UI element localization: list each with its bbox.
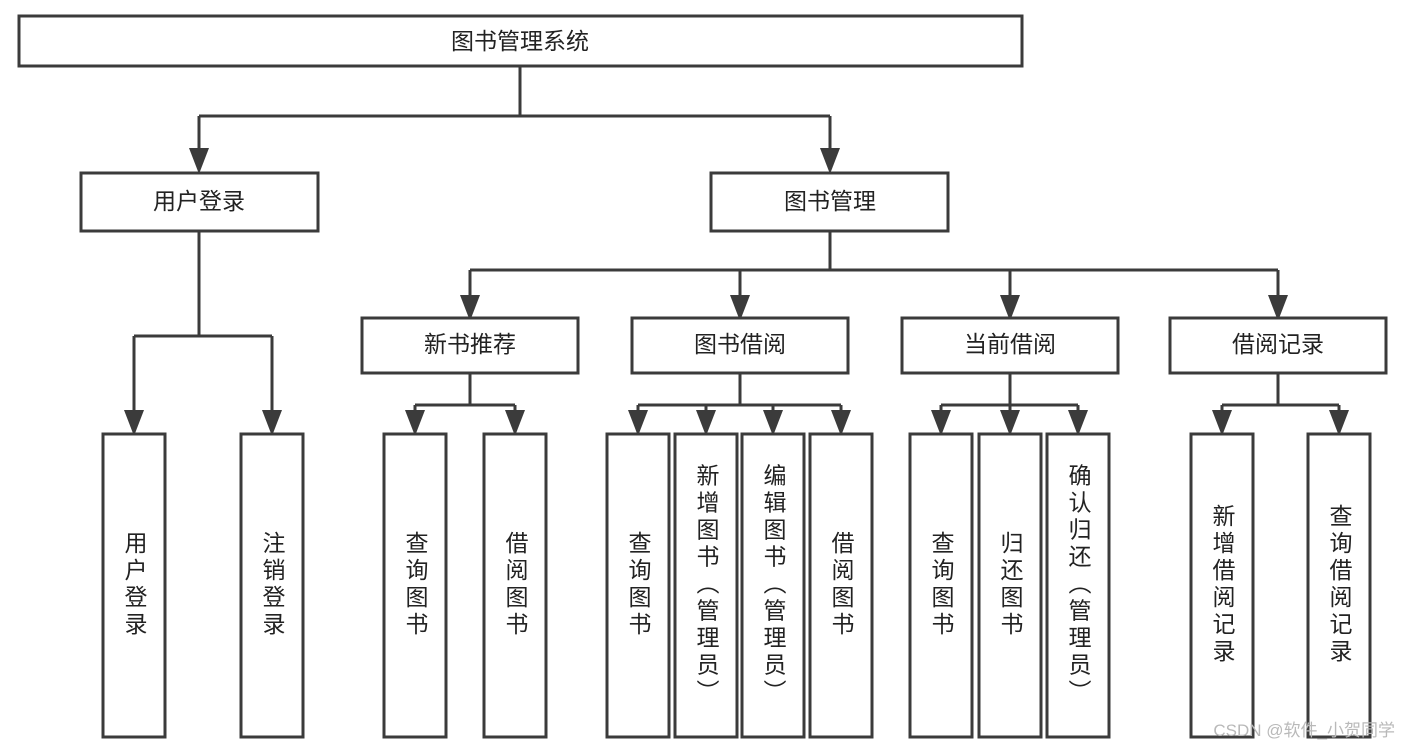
arrow-icon bbox=[1212, 410, 1232, 436]
leaf-borrow-book-1-label: 借阅图书 bbox=[502, 531, 529, 639]
connector-new-book-recommend-to-leaves bbox=[405, 373, 525, 436]
leaf-query-book-3-box[interactable] bbox=[908, 432, 974, 739]
leaf-add-book-label: 新增图书（管理员） bbox=[693, 464, 720, 707]
arrow-icon bbox=[505, 410, 525, 436]
leaf-user-login[interactable]: 用户登录 bbox=[101, 432, 167, 739]
node-borrow-record[interactable]: 借阅记录 bbox=[1168, 316, 1388, 375]
node-root-box[interactable] bbox=[17, 14, 1024, 68]
node-borrow-record-label: 借阅记录 bbox=[1232, 331, 1324, 357]
node-new-book-recommend-box[interactable] bbox=[360, 316, 580, 375]
leaf-query-record[interactable]: 查询借阅记录 bbox=[1306, 432, 1372, 739]
leaf-query-book-1[interactable]: 查询图书 bbox=[382, 432, 448, 739]
leaf-query-book-2-label: 查询图书 bbox=[625, 531, 652, 639]
leaf-confirm-return[interactable]: 确认归还（管理员） bbox=[1045, 432, 1111, 739]
leaf-return-book[interactable]: 归还图书 bbox=[977, 432, 1043, 739]
arrow-icon bbox=[628, 410, 648, 436]
node-current-borrow[interactable]: 当前借阅 bbox=[900, 316, 1120, 375]
leaf-add-book-box[interactable] bbox=[673, 432, 739, 739]
connector-borrow-record-to-leaves bbox=[1212, 373, 1349, 436]
leaf-query-book-2[interactable]: 查询图书 bbox=[605, 432, 671, 739]
arrow-icon bbox=[831, 410, 851, 436]
arrow-icon bbox=[931, 410, 951, 436]
arrow-icon bbox=[124, 410, 144, 436]
leaf-query-book-1-label: 查询图书 bbox=[402, 531, 429, 639]
leaf-query-record-label: 查询借阅记录 bbox=[1326, 504, 1353, 666]
leaf-user-login-box[interactable] bbox=[101, 432, 167, 739]
node-user-login-box[interactable] bbox=[79, 171, 320, 233]
node-book-borrow[interactable]: 图书借阅 bbox=[630, 316, 850, 375]
node-book-manage-label: 图书管理 bbox=[784, 188, 876, 214]
connector-user-login-to-leaves bbox=[124, 231, 282, 436]
arrow-icon bbox=[820, 148, 840, 174]
leaf-user-login-label: 用户登录 bbox=[121, 531, 148, 639]
connector-current-borrow-to-leaves bbox=[931, 373, 1088, 436]
leaf-add-record[interactable]: 新增借阅记录 bbox=[1189, 432, 1255, 739]
leaf-confirm-return-label: 确认归还（管理员） bbox=[1065, 464, 1092, 707]
node-new-book-recommend[interactable]: 新书推荐 bbox=[360, 316, 580, 375]
leaf-return-book-box[interactable] bbox=[977, 432, 1043, 739]
node-root-label: 图书管理系统 bbox=[451, 28, 589, 54]
node-book-manage[interactable]: 图书管理 bbox=[709, 171, 950, 233]
leaf-edit-book-box[interactable] bbox=[740, 432, 806, 739]
arrow-icon bbox=[405, 410, 425, 436]
arrow-icon bbox=[189, 148, 209, 174]
leaf-edit-book-label: 编辑图书（管理员） bbox=[760, 464, 787, 707]
leaf-query-book-3[interactable]: 查询图书 bbox=[908, 432, 974, 739]
leaf-query-book-2-box[interactable] bbox=[605, 432, 671, 739]
node-root[interactable]: 图书管理系统 bbox=[17, 14, 1024, 68]
node-book-borrow-label: 图书借阅 bbox=[694, 331, 786, 357]
node-user-login-label: 用户登录 bbox=[153, 188, 245, 214]
leaf-borrow-book-1-box[interactable] bbox=[482, 432, 548, 739]
leaf-user-logout-box[interactable] bbox=[239, 432, 305, 739]
leaf-borrow-book-1[interactable]: 借阅图书 bbox=[482, 432, 548, 739]
node-current-borrow-label: 当前借阅 bbox=[964, 331, 1056, 357]
leaf-query-book-1-box[interactable] bbox=[382, 432, 448, 739]
leaf-user-logout-label: 注销登录 bbox=[259, 531, 286, 639]
node-current-borrow-box[interactable] bbox=[900, 316, 1120, 375]
leaf-add-record-box[interactable] bbox=[1189, 432, 1255, 739]
leaf-borrow-book-2[interactable]: 借阅图书 bbox=[808, 432, 874, 739]
watermark-text: CSDN @软件_小贺同学 bbox=[1213, 721, 1395, 740]
leaf-confirm-return-box[interactable] bbox=[1045, 432, 1111, 739]
leaf-return-book-label: 归还图书 bbox=[997, 531, 1024, 639]
leaf-add-book[interactable]: 新增图书（管理员） bbox=[673, 432, 739, 739]
node-user-login[interactable]: 用户登录 bbox=[79, 171, 320, 233]
leaf-query-book-3-label: 查询图书 bbox=[928, 531, 955, 639]
leaf-borrow-book-2-label: 借阅图书 bbox=[828, 531, 855, 639]
leaf-borrow-book-2-box[interactable] bbox=[808, 432, 874, 739]
connector-book-borrow-to-leaves bbox=[628, 373, 851, 436]
connector-root-to-level2 bbox=[189, 66, 840, 174]
leaf-add-record-label: 新增借阅记录 bbox=[1209, 504, 1236, 666]
leaf-query-record-box[interactable] bbox=[1306, 432, 1372, 739]
arrow-icon bbox=[1000, 410, 1020, 436]
node-new-book-recommend-label: 新书推荐 bbox=[424, 331, 516, 357]
arrow-icon bbox=[763, 410, 783, 436]
arrow-icon bbox=[262, 410, 282, 436]
connector-book-manage-to-level3 bbox=[460, 231, 1288, 321]
arrow-icon bbox=[1329, 410, 1349, 436]
arrow-icon bbox=[696, 410, 716, 436]
leaf-edit-book[interactable]: 编辑图书（管理员） bbox=[740, 432, 806, 739]
leaf-user-logout[interactable]: 注销登录 bbox=[239, 432, 305, 739]
arrow-icon bbox=[1068, 410, 1088, 436]
